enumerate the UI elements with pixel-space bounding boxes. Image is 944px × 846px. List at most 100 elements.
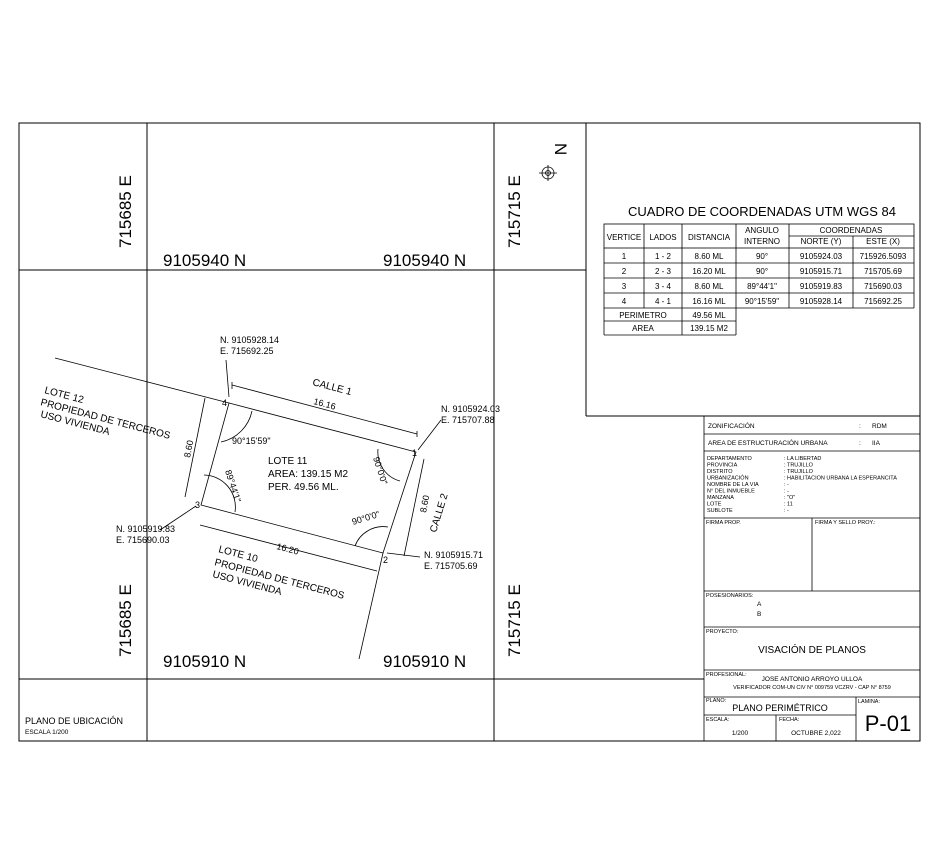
lot-name: LOTE 11 [268,456,308,467]
title-block-text: ZONIFICACIÓN : RDM AREA DE ESTRUCTURACIÓ… [706,421,911,737]
coord-table-headers: VERTICE LADOS DISTANCIA ANGULO INTERNO C… [607,226,900,246]
header-norte: NORTE (Y) [801,237,842,246]
firma-prop-label: FIRMA PROP. [706,520,741,526]
info-label: PROVINCIA [707,463,738,469]
info-value: : "O" [784,495,795,501]
info-value: : - [784,482,789,488]
angle-v2: 90°0'0" [351,509,381,527]
coord-row-3-distance: 8.60 ML [695,282,724,291]
info-value: : - [784,489,789,495]
side-left-length: 8.60 [182,439,195,458]
coord-row-1-sides: 1 - 2 [655,252,672,261]
escala-label: ESCALA: [706,717,730,723]
lamina-label: LAMINA: [858,699,880,705]
coord-row-2-north: 9105915.71 [800,267,843,276]
coord-v4-east: E. 715692.25 [220,346,274,356]
lot-area: AREA: 139.15 M2 [268,469,348,480]
grid-label-north-bottom-left: 9105910 N [163,652,246,671]
fecha-label: FECHA: [779,717,800,723]
sheet-frame [18,122,921,742]
profesional-sub: VERIFICADOR COM-UN CIV N° 009759 VCZRV -… [733,685,891,691]
zonificacion-value: RDM [872,423,887,430]
grid-label-east-bottom-left: 715685 E [116,584,135,657]
north-arrow-icon [539,165,557,181]
info-value: : TRUJILLO [784,463,814,469]
info-label: NOMBRE DE LA VIA [707,482,759,488]
vertex-2: 2 [383,555,388,565]
header-coordenadas: COORDENADAS [820,226,883,235]
coord-row-4-sides: 4 - 1 [655,297,672,306]
coord-row-3-sides: 3 - 4 [655,282,672,291]
coord-row-3-north: 9105919.83 [800,282,843,291]
posesionario-b: B [757,611,761,618]
coord-row-4-vertex: 4 [622,297,627,306]
header-este: ESTE (X) [866,237,900,246]
lot-plan-labels: CALLE 1 CALLE 2 16.16 16.20 8.60 8.60 90… [39,335,500,602]
coord-row-4-north: 9105928.14 [800,297,843,306]
profesional-label: PROFESIONAL: [706,672,747,678]
area-value: 139.15 M2 [690,324,728,333]
coord-v2-north: N. 9105915.71 [424,550,483,560]
profesional-name: JOSE ANTONIO ARROYO ULLOA [762,676,863,683]
grid-label-north-top-right: 9105940 N [383,251,466,270]
coord-table-grid [603,223,915,336]
coord-row-1-angle: 90° [756,252,768,261]
coord-row-1-north: 9105924.03 [800,252,843,261]
fecha-value: OCTUBRE 2,022 [791,730,841,737]
coord-v3-north: N. 9105919.83 [116,524,175,534]
posesionarios-label: POSESIONARIOS: [706,593,754,599]
grid-label-east-top-left: 715685 E [116,175,135,248]
grid-label-east-top-right: 715715 E [505,175,524,248]
header-angulo: ANGULO [745,226,779,235]
info-label: LOTE [707,502,722,508]
info-label: SUBLOTE [707,508,733,514]
location-scale: ESCALA 1/200 [25,729,69,736]
location-title: PLANO DE UBICACIÓN [25,716,123,726]
vertex-3: 3 [195,500,200,510]
vertex-4: 4 [222,398,227,408]
coord-row-2-sides: 2 - 3 [655,267,672,276]
title-block-grid [703,416,920,741]
info-label: MANZANA [707,495,734,501]
angle-v3: 89°44'1" [223,469,243,504]
area-label: AREA [632,324,654,333]
plano-value: PLANO PERIMÉTRICO [732,703,828,713]
info-label: URBANIZACIÓN [707,475,749,482]
info-value: : TRUJILLO [784,469,814,475]
calle-2-label: CALLE 2 [428,492,450,534]
coord-row-1-east: 715926.5093 [860,252,907,261]
calle-1-label: CALLE 1 [311,377,353,398]
header-lados: LADOS [649,233,676,242]
estructuracion-colon: : [859,440,861,447]
zonificacion-colon: : [859,423,861,430]
info-label: DEPARTAMENTO [707,456,753,462]
info-label: N° DEL INMUEBLE [707,489,755,495]
info-value: : HABILITACION URBANA LA ESPERANCITA [784,476,897,482]
escala-value: 1/200 [732,730,749,737]
info-value: : LA LIBERTAD [784,456,821,462]
property-info: DEPARTAMENTO : LA LIBERTAD PROVINCIA : TRUJ… [707,456,897,514]
header-interno: INTERNO [744,237,780,246]
grid-label-east-bottom-right: 715715 E [505,584,524,657]
north-arrow-letter: N [551,143,570,155]
coord-table-title: CUADRO DE COORDENADAS UTM WGS 84 [628,204,896,219]
vertex-1: 1 [412,448,417,458]
perimetro-label: PERIMETRO [619,311,667,320]
plano-label: PLANO: [706,698,727,704]
coord-row-4-distance: 16.16 ML [692,297,726,306]
proyecto-value: VISACIÓN DE PLANOS [758,643,866,656]
header-distancia: DISTANCIA [688,233,731,242]
proyecto-label: PROYECTO: [706,629,739,635]
angle-v4: 90°15'59" [232,436,271,446]
side-bottom-length: 16.20 [275,541,299,556]
coord-v4-north: N. 9105928.14 [220,335,279,345]
coord-row-3-east: 715690.03 [864,282,902,291]
estructuracion-value: IIA [872,440,881,447]
coord-v2-east: E. 715705.69 [424,561,478,571]
coord-row-1-vertex: 1 [622,252,627,261]
coord-row-2-angle: 90° [756,267,768,276]
perimetro-value: 49.56 ML [692,311,726,320]
lot-11-boundary [200,402,417,554]
coord-v1-north: N. 9105924.03 [441,404,500,414]
